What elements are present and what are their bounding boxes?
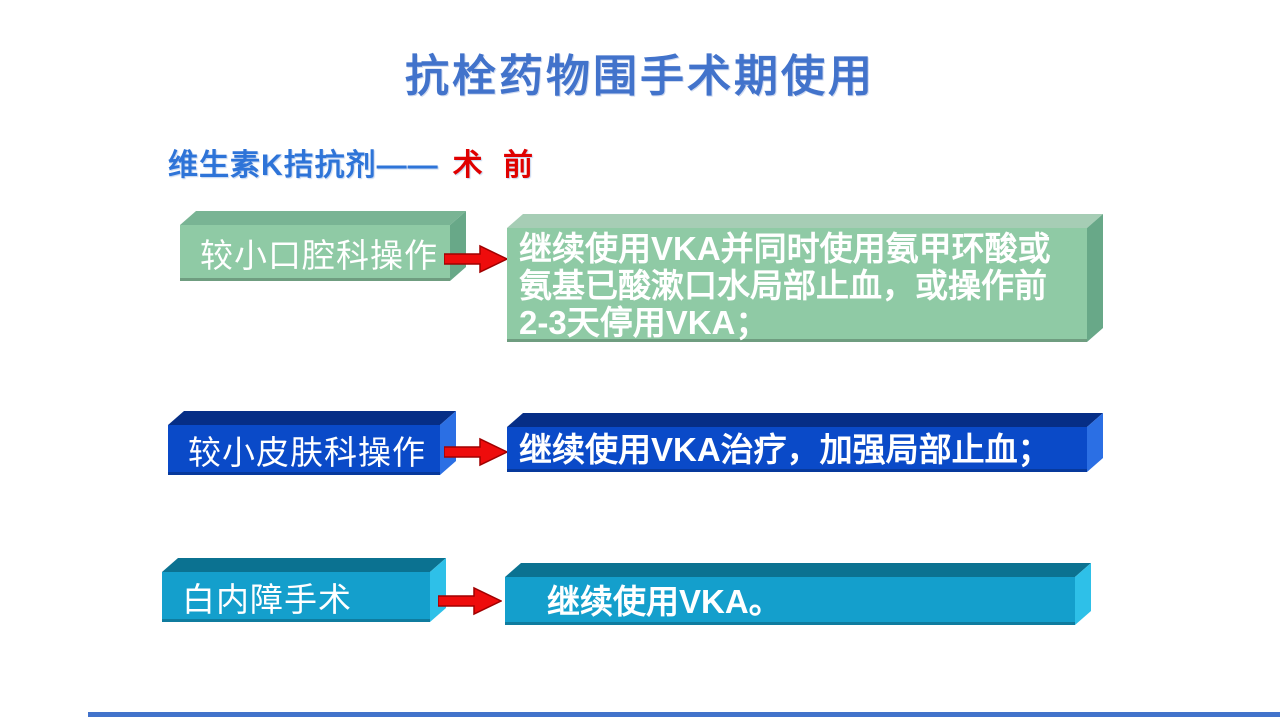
result-box-cataract: 继续使用VKA。 <box>505 563 1091 625</box>
result-text: 继续使用VKA治疗，加强局部止血； <box>519 431 1051 468</box>
arrow-right-icon <box>438 586 502 616</box>
result-text-wrap: 继续使用VKA并同时使用氨甲环酸或氨基已酸漱口水局部止血，或操作前2-3天停用V… <box>507 228 1087 342</box>
category-box-minor-dental: 较小口腔科操作 <box>180 211 466 281</box>
subtitle-highlight: 术 前 <box>452 149 540 182</box>
result-box-minor-dental: 继续使用VKA并同时使用氨甲环酸或氨基已酸漱口水局部止血，或操作前2-3天停用V… <box>507 214 1103 342</box>
subtitle: 维生素K拮抗剂—— 术 前 <box>168 140 539 184</box>
result-box-minor-derm: 继续使用VKA治疗，加强局部止血； <box>507 413 1103 472</box>
result-text-wrap: 继续使用VKA治疗，加强局部止血； <box>507 427 1087 472</box>
page-title: 抗栓药物围手术期使用 <box>405 52 875 101</box>
category-label: 较小口腔科操作 <box>180 225 450 281</box>
arrow-right-icon <box>444 437 508 467</box>
result-text: 继续使用VKA。 <box>547 582 782 620</box>
category-label: 白内障手术 <box>162 572 430 622</box>
subtitle-prefix: 维生素K拮抗剂—— <box>168 149 439 182</box>
category-box-minor-derm: 较小皮肤科操作 <box>168 411 456 475</box>
result-text: 继续使用VKA并同时使用氨甲环酸或氨基已酸漱口水局部止血，或操作前2-3天停用V… <box>519 229 1051 341</box>
arrow-right-icon <box>444 244 508 274</box>
category-label: 较小皮肤科操作 <box>168 425 440 475</box>
category-box-cataract: 白内障手术 <box>162 558 446 622</box>
footer-bar <box>88 712 1280 717</box>
result-text-wrap: 继续使用VKA。 <box>505 577 1075 625</box>
